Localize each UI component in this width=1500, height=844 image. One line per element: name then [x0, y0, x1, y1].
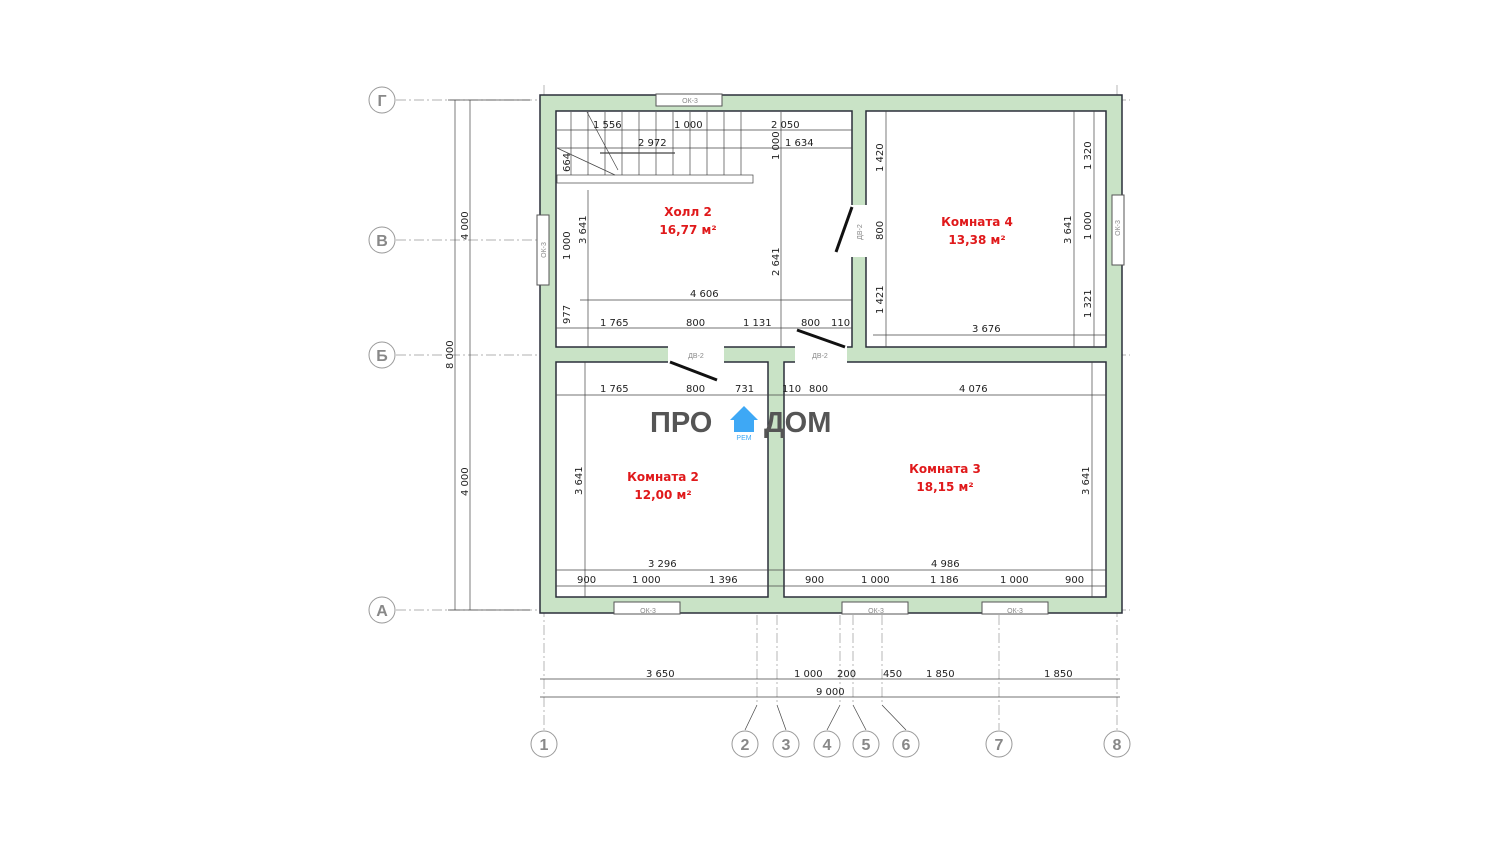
dimension-label: 1 765 [600, 384, 629, 395]
dimension-label: 3 650 [646, 669, 675, 680]
col-axis-markers [530, 730, 1131, 758]
room-name: Комната 2 [627, 470, 699, 484]
dimension-label: 664 [562, 153, 573, 172]
room-area: 16,77 м² [659, 223, 716, 237]
dimension-label: 3 641 [1081, 466, 1092, 495]
dimension-label: 9 000 [816, 687, 845, 698]
dimension-label: 2 050 [771, 120, 800, 131]
window-tag: ОК-3 [1115, 220, 1122, 236]
dimension-label: 450 [883, 669, 902, 680]
dimension-label: 1 000 [1083, 211, 1094, 240]
dimension-label: 800 [875, 221, 886, 240]
dimension-label: 977 [562, 305, 573, 324]
axis-label: 3 [782, 737, 791, 754]
dimension-label: 1 321 [1083, 289, 1094, 318]
dimension-label: 1 421 [875, 285, 886, 314]
dimension-label: 1 000 [794, 669, 823, 680]
dimension-label: 4 076 [959, 384, 988, 395]
window-tag: ОК-3 [868, 608, 884, 615]
room-name: Холл 2 [664, 205, 712, 219]
dimension-label: 1 420 [875, 143, 886, 172]
room-name: Комната 3 [909, 462, 981, 476]
dimension-label: 3 641 [574, 466, 585, 495]
door-tag: ДВ-2 [688, 353, 704, 360]
dimension-label: 1 000 [632, 575, 661, 586]
walls [536, 93, 1125, 615]
axis-label: 6 [902, 737, 911, 754]
dimension-label: ПРО [650, 407, 712, 439]
dimension-label: 1 850 [1044, 669, 1073, 680]
dimension-label: 800 [801, 318, 820, 329]
dimension-label: 1 634 [785, 138, 814, 149]
dimension-label: 900 [1065, 575, 1084, 586]
dimension-label: 1 320 [1083, 141, 1094, 170]
row-axis-markers [368, 86, 396, 624]
logo: ПРО РЕМ ДОМ [650, 406, 831, 442]
axis-label: 8 [1113, 737, 1122, 754]
dimension-label: 3 641 [578, 215, 589, 244]
dimension-label: 900 [805, 575, 824, 586]
grid-axes [396, 85, 1130, 731]
dimension-label: 2 641 [771, 247, 782, 276]
dimension-label: 800 [686, 384, 705, 395]
outer-dimension-lines [448, 99, 1120, 698]
axis-label: 5 [862, 737, 871, 754]
staircase [556, 111, 1106, 597]
dimension-label: 1 000 [674, 120, 703, 131]
window-tag: ОК-3 [541, 242, 548, 258]
axis-label: 7 [995, 737, 1004, 754]
dimension-label: 1 000 [562, 231, 573, 260]
dimension-label: 1 000 [771, 131, 782, 160]
dimension-label: 3 641 [1063, 215, 1074, 244]
dimension-label: 8 000 [445, 340, 456, 369]
axis-label: 4 [823, 737, 832, 754]
dimension-label: 2 972 [638, 138, 667, 149]
dimension-label: 3 296 [648, 559, 677, 570]
door-tag: ДВ-2 [812, 353, 828, 360]
door-tag: ДВ-2 [857, 224, 864, 240]
room-area: 12,00 м² [634, 488, 691, 502]
axis-label: А [376, 603, 388, 620]
dimension-label: 4 986 [931, 559, 960, 570]
axis-label: Г [377, 93, 386, 110]
axis-label: В [376, 233, 388, 250]
dimension-label: 1 765 [600, 318, 629, 329]
dimension-label: 110 [831, 318, 850, 329]
dimension-label: 1 131 [743, 318, 772, 329]
dimension-label: 800 [809, 384, 828, 395]
axis-label: Б [376, 348, 388, 365]
dimension-label: ДОМ [764, 407, 831, 439]
room-name: Комната 4 [941, 215, 1013, 229]
room-area: 13,38 м² [948, 233, 1005, 247]
dimension-label: 3 676 [972, 324, 1001, 335]
dimension-label: 110 [782, 384, 801, 395]
window-tag: ОК-3 [1007, 608, 1023, 615]
dimension-label: 1 396 [709, 575, 738, 586]
dimension-label: 1 186 [930, 575, 959, 586]
dimension-label: 1 556 [593, 120, 622, 131]
dimension-label: 1 000 [861, 575, 890, 586]
room-area: 18,15 м² [916, 480, 973, 494]
dimension-label: 900 [577, 575, 596, 586]
dimension-label: 200 [837, 669, 856, 680]
dimension-label: РЕМ [736, 435, 751, 442]
axis-label: 2 [741, 737, 750, 754]
axis-label: 1 [540, 737, 549, 754]
window-tag: ОК-3 [640, 608, 656, 615]
outer-dimensions: 3 650 1 000 200 450 1 850 1 850 9 000 4 … [445, 211, 1073, 698]
dimension-label: 4 000 [460, 467, 471, 496]
dimension-label: 731 [735, 384, 754, 395]
window-tag: ОК-3 [682, 98, 698, 105]
dimension-label: 4 606 [690, 289, 719, 300]
dimension-label: 800 [686, 318, 705, 329]
dimension-label: 1 850 [926, 669, 955, 680]
house-icon [730, 406, 758, 432]
dimension-label: 4 000 [460, 211, 471, 240]
inner-dimensions: 1 556 1 000 2 050 2 972 1 634 4 606 1 76… [562, 120, 1094, 586]
dimension-label: 1 000 [1000, 575, 1029, 586]
